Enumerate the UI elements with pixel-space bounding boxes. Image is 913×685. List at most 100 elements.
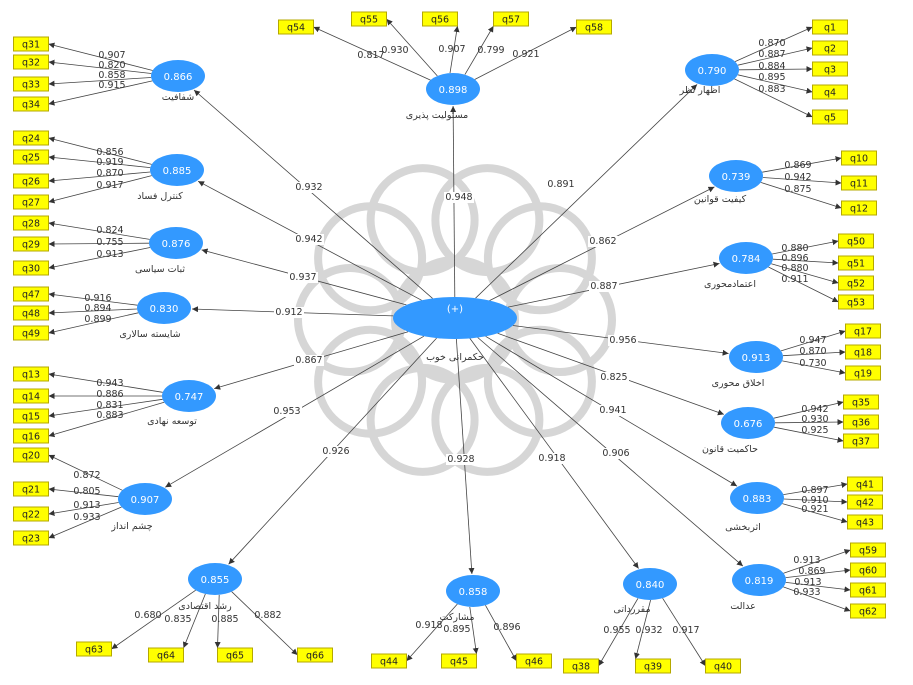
loading-path (48, 371, 163, 393)
indicator-label: q39 (644, 662, 662, 673)
outer-loading: 0.805 (73, 486, 100, 497)
structural-path (475, 84, 698, 299)
path-label-bg (598, 405, 628, 416)
indicator-label: q49 (22, 329, 40, 340)
indicator-box[interactable] (278, 19, 314, 35)
indicator-box[interactable] (13, 260, 49, 276)
construct-node[interactable] (150, 154, 204, 186)
indicator-box[interactable] (13, 286, 49, 302)
indicator-box[interactable] (847, 494, 883, 510)
indicator-box[interactable] (13, 215, 49, 231)
indicator-box[interactable] (13, 54, 49, 70)
indicator-box[interactable] (563, 658, 599, 674)
indicator-box[interactable] (843, 414, 879, 430)
construct-node[interactable] (685, 54, 739, 86)
outer-loading: 0.915 (98, 80, 125, 91)
indicator-box[interactable] (576, 19, 612, 35)
construct-node[interactable] (732, 564, 786, 596)
construct-node[interactable] (729, 341, 783, 373)
indicator-box[interactable] (812, 40, 848, 56)
outer-loading: 0.896 (781, 253, 808, 264)
indicator-box[interactable] (217, 647, 253, 663)
indicator-box[interactable] (845, 365, 881, 381)
construct-node[interactable] (709, 160, 763, 192)
indicator-box[interactable] (841, 200, 877, 216)
construct-value: 0.676 (734, 419, 763, 430)
indicator-box[interactable] (493, 11, 529, 27)
construct-node[interactable] (137, 292, 191, 324)
indicator-box[interactable] (841, 150, 877, 166)
indicator-box[interactable] (441, 653, 477, 669)
indicator-box[interactable] (705, 658, 741, 674)
indicator-box[interactable] (13, 481, 49, 497)
indicator-box[interactable] (847, 514, 883, 530)
construct-node[interactable] (719, 242, 773, 274)
indicator-box[interactable] (850, 562, 886, 578)
outer-loading: 0.856 (96, 147, 123, 158)
indicator-box[interactable] (13, 305, 49, 321)
loading-path (386, 18, 438, 77)
indicator-box[interactable] (850, 582, 886, 598)
outer-loading: 0.680 (134, 610, 161, 621)
indicator-box[interactable] (13, 428, 49, 444)
loading-path (782, 360, 846, 375)
indicator-label: q35 (852, 398, 870, 409)
indicator-box[interactable] (13, 325, 49, 341)
construct-node[interactable] (162, 380, 216, 412)
outer-loading: 0.872 (73, 470, 100, 481)
indicator-box[interactable] (13, 36, 49, 52)
construct-node-good-governance[interactable] (393, 297, 517, 339)
indicator-box[interactable] (297, 647, 333, 663)
indicator-box[interactable] (850, 542, 886, 558)
indicator-box[interactable] (13, 173, 49, 189)
indicator-box[interactable] (13, 388, 49, 404)
indicator-box[interactable] (845, 323, 881, 339)
indicator-box[interactable] (13, 408, 49, 424)
indicator-box[interactable] (850, 603, 886, 619)
indicator-box[interactable] (351, 11, 387, 27)
indicator-box[interactable] (845, 344, 881, 360)
construct-node[interactable] (149, 227, 203, 259)
indicator-box[interactable] (13, 447, 49, 463)
indicator-box[interactable] (847, 476, 883, 492)
indicator-box[interactable] (838, 233, 874, 249)
indicator-label: q16 (22, 432, 40, 443)
indicator-box[interactable] (13, 366, 49, 382)
indicator-box[interactable] (843, 394, 879, 410)
indicator-box[interactable] (13, 76, 49, 92)
indicator-box[interactable] (13, 506, 49, 522)
outer-loading: 0.925 (801, 425, 828, 436)
indicator-box[interactable] (843, 433, 879, 449)
construct-node[interactable] (730, 482, 784, 514)
indicator-box[interactable] (812, 109, 848, 125)
indicator-box[interactable] (13, 194, 49, 210)
indicator-box[interactable] (422, 11, 458, 27)
indicator-box[interactable] (838, 294, 874, 310)
indicator-box[interactable] (371, 653, 407, 669)
indicator-box[interactable] (13, 530, 49, 546)
indicator-box[interactable] (13, 96, 49, 112)
indicator-box[interactable] (13, 149, 49, 165)
construct-node[interactable] (426, 73, 480, 105)
construct-node[interactable] (118, 483, 172, 515)
indicator-box[interactable] (838, 255, 874, 271)
construct-node[interactable] (721, 407, 775, 439)
outer-loading: 0.896 (493, 622, 520, 633)
construct-node[interactable] (446, 575, 500, 607)
indicator-box[interactable] (516, 653, 552, 669)
construct-node[interactable] (151, 60, 205, 92)
indicator-box[interactable] (148, 647, 184, 663)
indicator-box[interactable] (13, 130, 49, 146)
indicator-box[interactable] (841, 175, 877, 191)
indicator-box[interactable] (812, 84, 848, 100)
construct-node[interactable] (188, 563, 242, 595)
construct-value-center: (+) (447, 304, 463, 315)
construct-node[interactable] (623, 568, 677, 600)
indicator-box[interactable] (635, 658, 671, 674)
indicator-box[interactable] (76, 641, 112, 657)
indicator-box[interactable] (812, 61, 848, 77)
indicator-box[interactable] (13, 236, 49, 252)
indicator-box[interactable] (838, 275, 874, 291)
loading-path (48, 171, 151, 184)
indicator-box[interactable] (812, 19, 848, 35)
